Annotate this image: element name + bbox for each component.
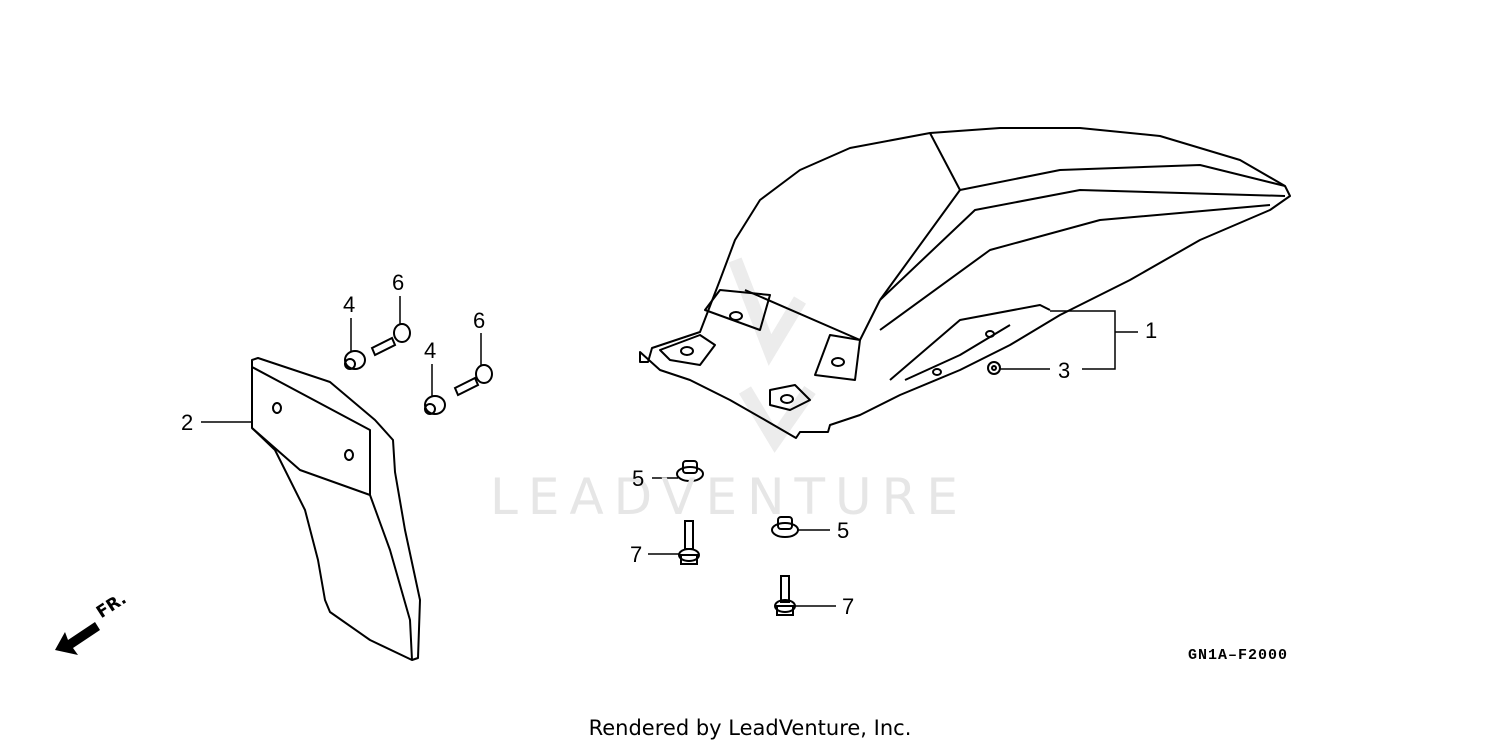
front-direction-arrow-icon <box>55 622 100 655</box>
flange-bolt-part-7a[interactable] <box>678 520 700 565</box>
collar-part-4b[interactable] <box>424 395 446 415</box>
bolt-part-6b[interactable] <box>453 364 493 397</box>
callout-3[interactable]: 3 <box>1058 358 1071 383</box>
watermark-logo <box>728 257 816 453</box>
flange-bolt-part-7b[interactable] <box>774 575 796 616</box>
callout-7a[interactable]: 7 <box>630 542 643 567</box>
grommet-part-5a[interactable] <box>676 460 704 482</box>
rear-fender-part-1[interactable] <box>639 127 1291 439</box>
callout-6b[interactable]: 6 <box>473 308 486 333</box>
fender-mounting-holes <box>680 311 995 404</box>
callout-1[interactable]: 1 <box>1145 318 1158 343</box>
watermark-text: LEADVENTURE <box>490 468 968 526</box>
mud-flap-part-2[interactable] <box>251 357 421 661</box>
collar-part-4a[interactable] <box>344 350 366 370</box>
leader-lines <box>201 296 1138 607</box>
callout-5b[interactable]: 5 <box>837 518 850 543</box>
callout-4a[interactable]: 4 <box>343 292 356 317</box>
callout-7b[interactable]: 7 <box>842 594 855 619</box>
callout-2[interactable]: 2 <box>181 410 194 435</box>
callout-6a[interactable]: 6 <box>392 270 405 295</box>
diagram-code: GN1A–F2000 <box>1188 647 1289 664</box>
callout-4b[interactable]: 4 <box>424 338 437 363</box>
bolt-part-6a[interactable] <box>370 323 411 357</box>
render-credit: Rendered by LeadVenture, Inc. <box>588 716 912 740</box>
callout-5a[interactable]: 5 <box>632 466 645 491</box>
nut-part-3[interactable] <box>987 361 1001 375</box>
